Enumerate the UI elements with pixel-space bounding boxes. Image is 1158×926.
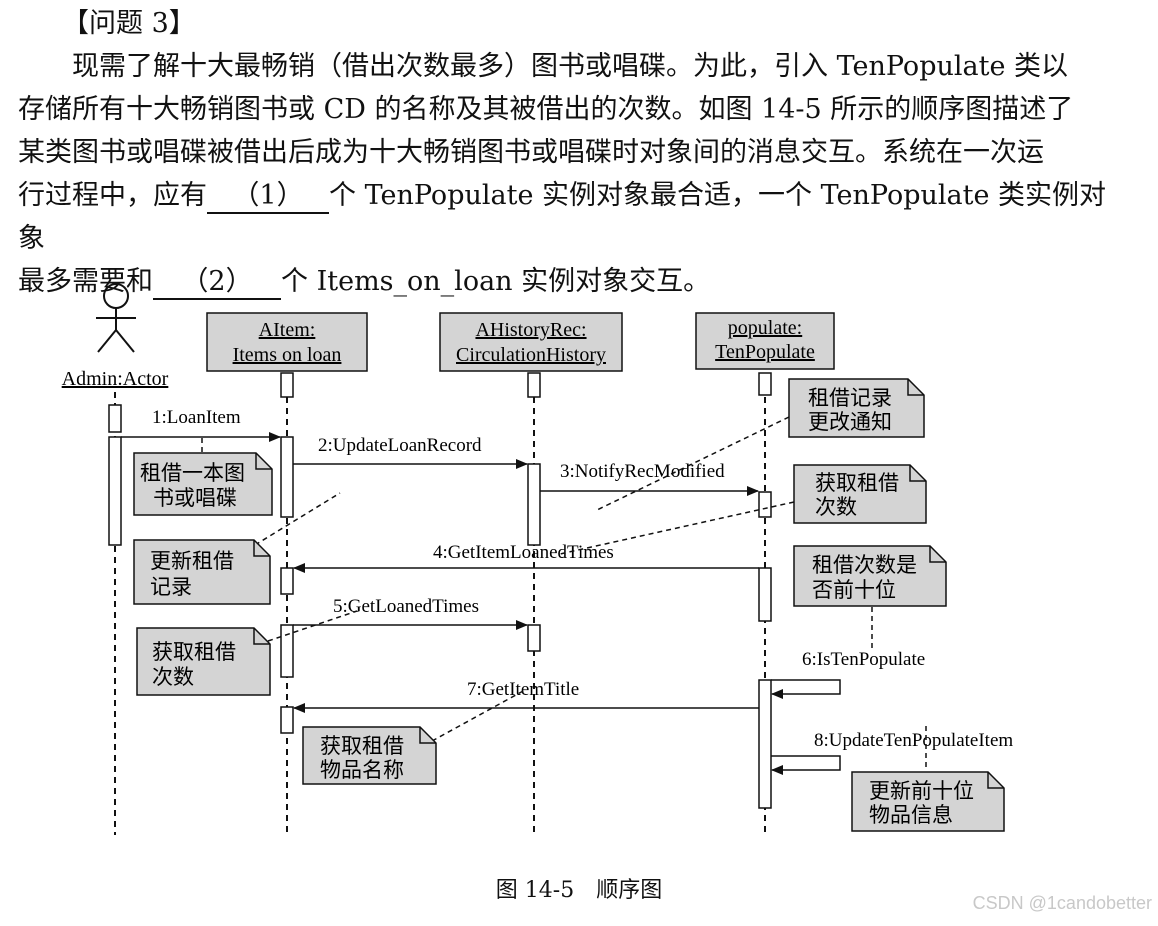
text-span: 存储所有十大畅销图书或 CD 的名称及其被借出的次数。如图 14-5 所示的顺序… xyxy=(18,94,1074,125)
note-text: 更新前十位 xyxy=(869,779,974,803)
text-span: 最多需要和 xyxy=(18,266,153,297)
watermark: CSDN @1candobetter xyxy=(972,893,1152,913)
text-span: 个 Items_on_loan 实例对象交互。 xyxy=(281,266,711,297)
note-text: 次数 xyxy=(152,665,194,689)
message-label: 2:UpdateLoanRecord xyxy=(318,435,482,456)
note-text: 书或唱碟 xyxy=(153,486,237,510)
object-label: populate: xyxy=(728,317,802,339)
message-label: 4:GetItemLoanedTimes xyxy=(433,542,614,563)
note-text: 租借次数是 xyxy=(812,553,917,577)
note-text: 获取租借 xyxy=(815,471,899,495)
object-box-populate: populate: TenPopulate xyxy=(695,312,835,370)
note-box: 获取租借 次数 xyxy=(136,627,271,696)
note-text: 更新租借 xyxy=(150,549,234,573)
question-line: 最多需要和（2）个 Items_on_loan 实例对象交互。 xyxy=(18,260,1108,303)
object-box-ahistoryrec: AHistoryRec: CirculationHistory xyxy=(439,312,623,372)
question-line: 某类图书或唱碟被借出后成为十大畅销图书或唱碟时对象间的消息交互。系统在一次运 xyxy=(18,131,1108,174)
message-arrows xyxy=(121,432,841,775)
note-box: 获取租借 次数 xyxy=(793,464,927,524)
question-line: 存储所有十大畅销图书或 CD 的名称及其被借出的次数。如图 14-5 所示的顺序… xyxy=(18,88,1108,131)
note-text: 物品信息 xyxy=(869,803,953,827)
object-label: TenPopulate xyxy=(715,341,815,363)
actor-label: Admin:Actor xyxy=(62,368,169,390)
note-box: 租借一本图 书或唱碟 xyxy=(133,452,273,516)
message-label: 6:IsTenPopulate xyxy=(802,649,925,670)
note-box: 租借次数是 否前十位 xyxy=(793,545,947,607)
note-text: 记录 xyxy=(150,575,192,599)
message-label: 7:GetItemTitle xyxy=(467,679,579,700)
object-label: AItem: xyxy=(259,319,316,341)
object-label: AHistoryRec: xyxy=(475,319,586,341)
note-connectors xyxy=(201,416,927,770)
text-span: 现需了解十大最畅销（借出次数最多）图书或唱碟。为此，引入 TenPopulate… xyxy=(72,51,1069,82)
note-box: 获取租借 物品名称 xyxy=(302,726,437,785)
note-text: 获取租借 xyxy=(320,734,404,758)
text-span: 某类图书或唱碟被借出后成为十大畅销图书或唱碟时对象间的消息交互。系统在一次运 xyxy=(18,137,1044,168)
note-text: 获取租借 xyxy=(152,640,236,664)
note-text: 更改通知 xyxy=(808,410,892,434)
object-box-aitem: AItem: Items on loan xyxy=(206,312,368,372)
note-box: 更新前十位 物品信息 xyxy=(851,771,1005,832)
note-box: 租借记录 更改通知 xyxy=(788,378,925,438)
message-label: 5:GetLoanedTimes xyxy=(333,596,479,617)
note-box: 更新租借 记录 xyxy=(133,539,271,605)
text-span: 个 TenPopulate 实例对象最合适，一个 TenPopulate 类实例… xyxy=(18,180,1107,254)
question-text: 现需了解十大最畅销（借出次数最多）图书或唱碟。为此，引入 TenPopulate… xyxy=(18,45,1108,303)
note-text: 租借记录 xyxy=(808,386,892,410)
message-label: 8:UpdateTenPopulateItem xyxy=(814,730,1013,751)
object-label: CirculationHistory xyxy=(456,344,606,366)
question-line: 行过程中，应有（1）个 TenPopulate 实例对象最合适，一个 TenPo… xyxy=(18,174,1108,260)
note-text: 租借一本图 xyxy=(140,461,245,485)
object-label: Items on loan xyxy=(233,344,342,366)
note-text: 否前十位 xyxy=(812,578,896,602)
answer-blank-2: （2） xyxy=(153,266,281,300)
answer-blank-1: （1） xyxy=(207,180,329,214)
text-span: 行过程中，应有 xyxy=(18,180,207,211)
message-label: 1:LoanItem xyxy=(152,407,241,428)
note-text: 物品名称 xyxy=(320,758,404,782)
question-heading: 【问题 3】 xyxy=(62,8,196,39)
activation-bars xyxy=(108,372,772,809)
question-line: 现需了解十大最畅销（借出次数最多）图书或唱碟。为此，引入 TenPopulate… xyxy=(18,45,1108,88)
figure-caption: 图 14-5 顺序图 xyxy=(495,878,663,903)
message-label: 3:NotifyRecModified xyxy=(560,461,725,482)
note-text: 次数 xyxy=(815,495,857,519)
actor-figure xyxy=(96,283,136,353)
